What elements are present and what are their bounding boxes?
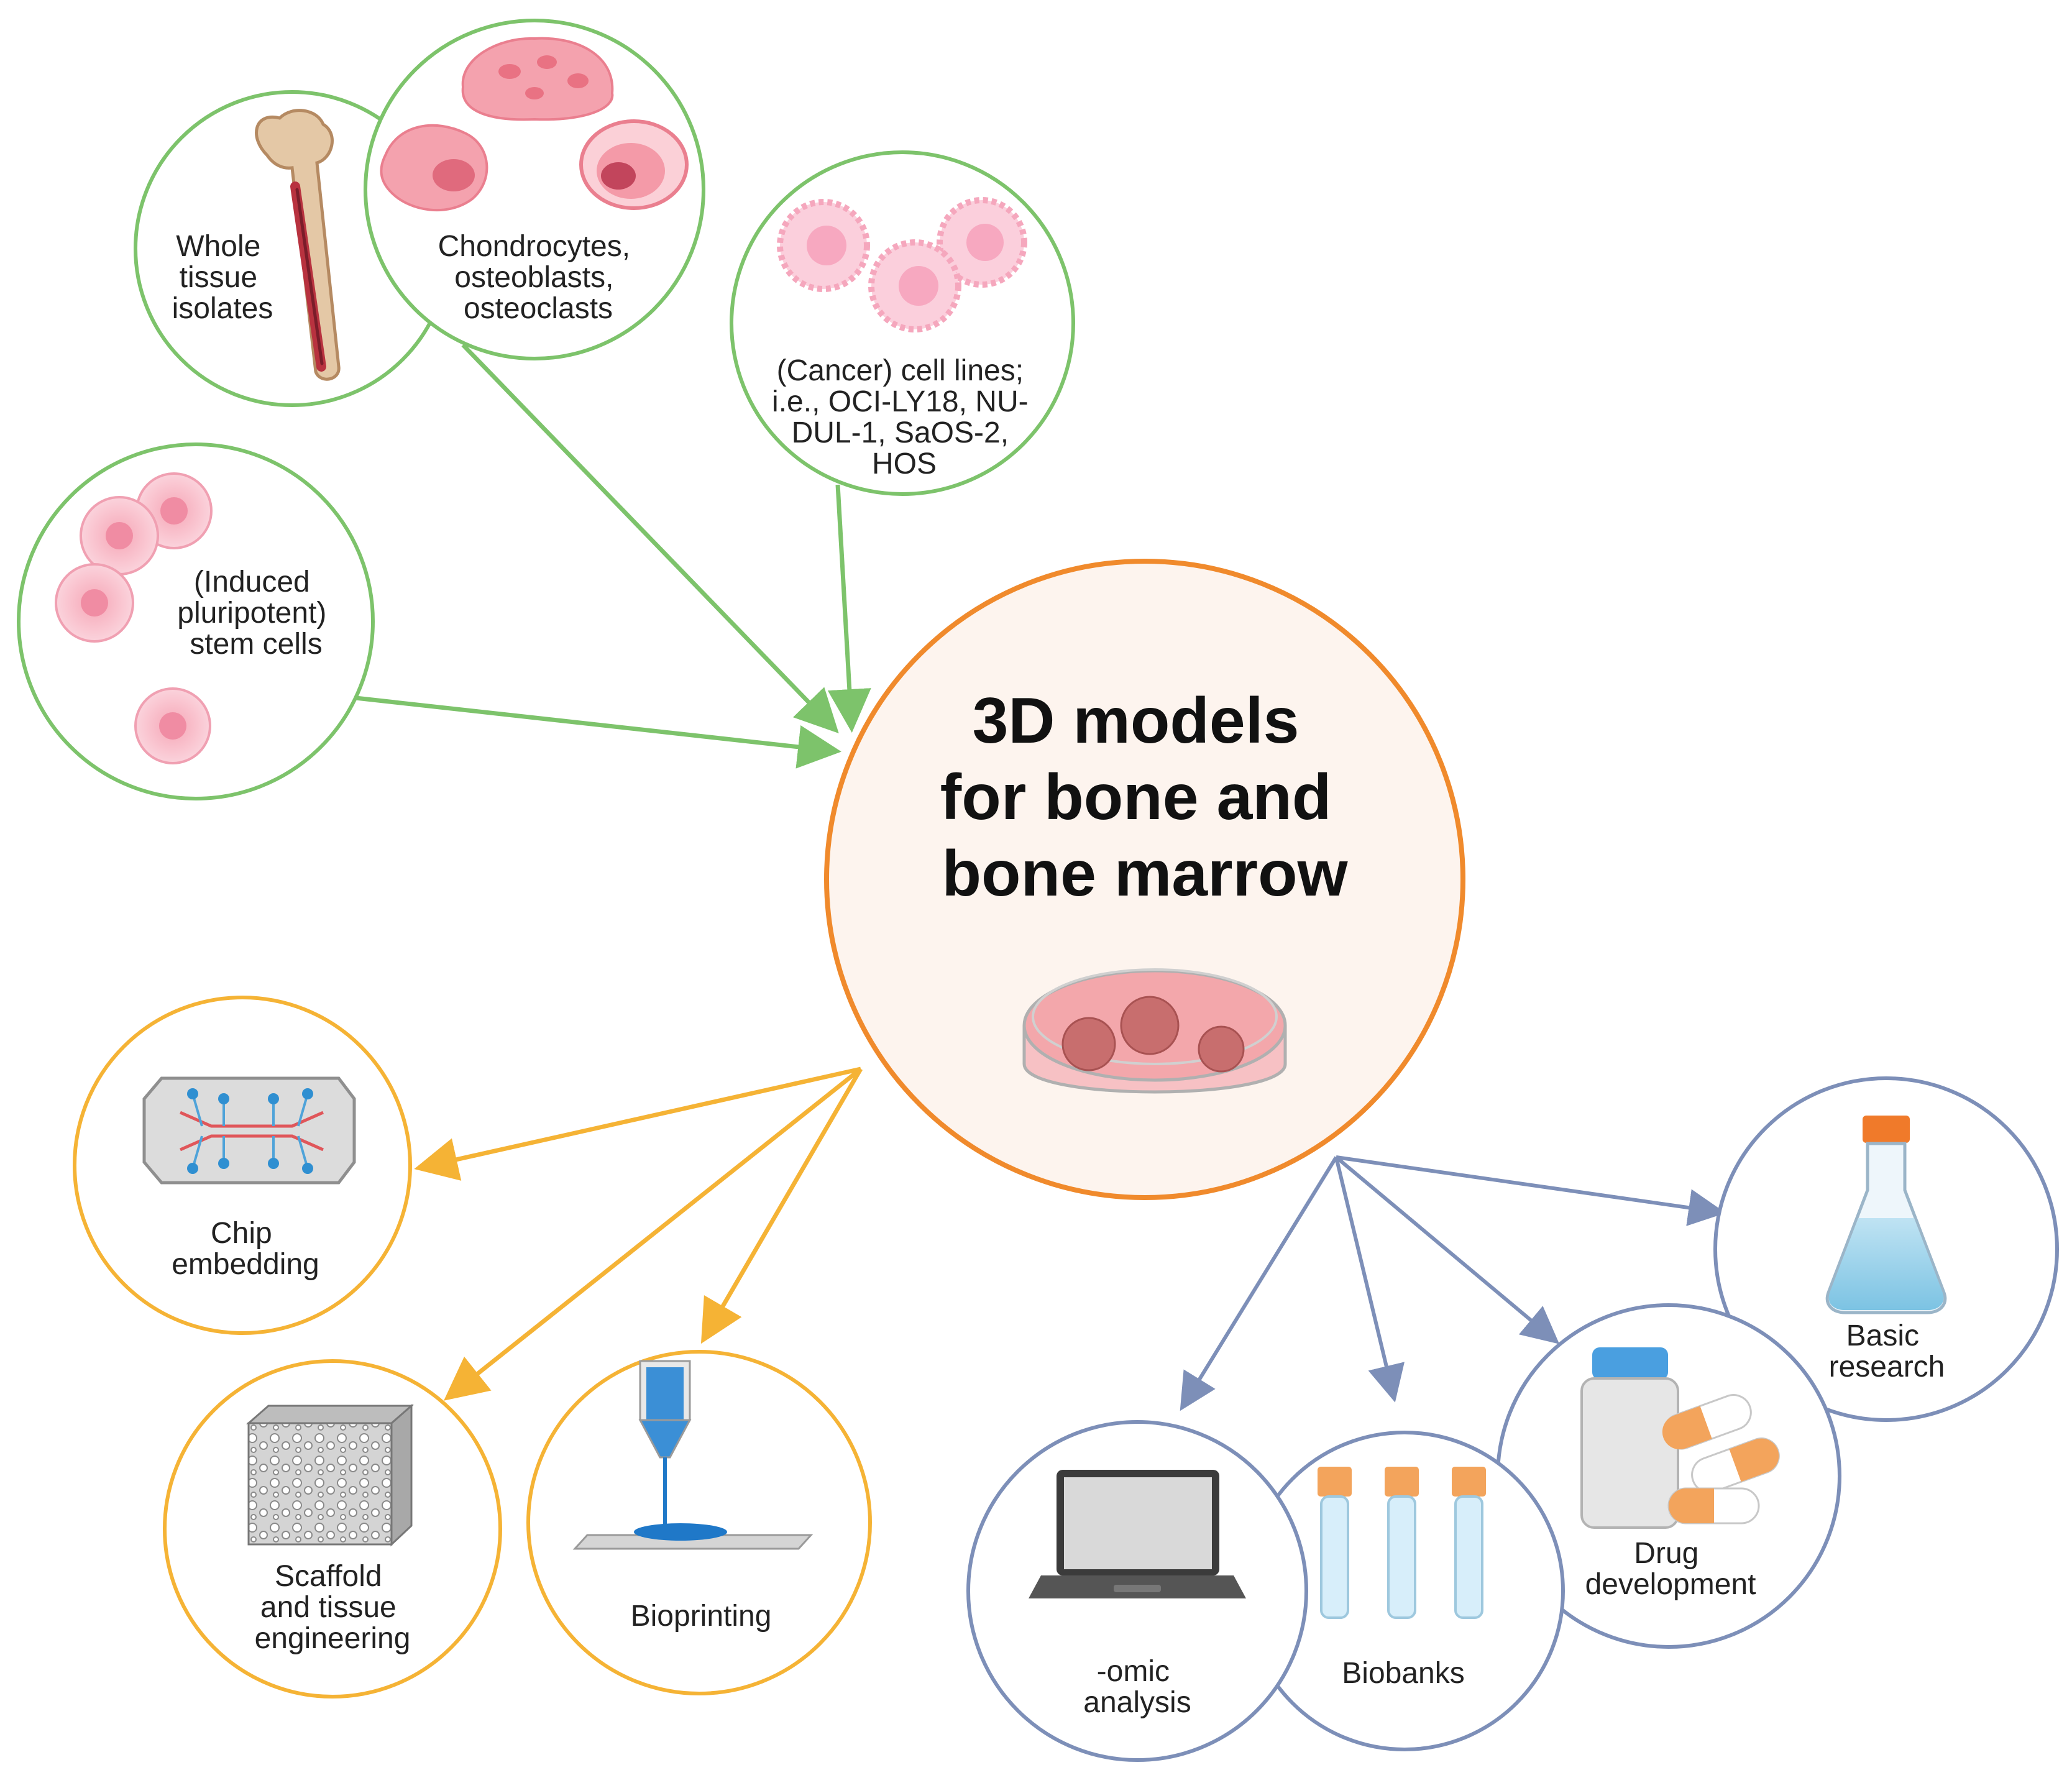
stem-cell-icon-4	[134, 687, 211, 764]
cryovial-icon	[1318, 1467, 1352, 1619]
arrow-bone-cells-to-center	[461, 343, 839, 734]
bioprinting-label: Bioprinting	[631, 1600, 772, 1633]
node-scaffold: Scaffold and tissue engineering	[163, 1359, 502, 1699]
center-circle	[824, 559, 1465, 1200]
organoid-icon	[1061, 1017, 1116, 1071]
node-chip-embedding: Chip embedding	[73, 996, 412, 1335]
arrow-stem-cells-to-center	[338, 694, 841, 769]
microfluidic-chip-icon	[142, 1076, 356, 1185]
petri-dish-icon	[1022, 968, 1287, 1094]
chondrocyte-cell-icon	[579, 119, 689, 210]
capsule-icon	[1667, 1487, 1760, 1524]
pill-bottle-icon	[1580, 1347, 1679, 1529]
node-bioprinting: Bioprinting	[526, 1350, 872, 1695]
center-node: 3D models for bone and bone marrow	[824, 559, 1465, 1200]
node-bioprinting-circle	[526, 1350, 872, 1695]
omic-analysis-label: -omic analysis	[1083, 1655, 1191, 1719]
scaffold-label: Scaffold and tissue engineering	[255, 1560, 411, 1655]
node-bone-cells: Chondrocytes, osteoblasts, osteoclasts	[364, 19, 705, 360]
organoid-icon	[1198, 1025, 1245, 1073]
source-arrows	[338, 343, 871, 769]
arrow-center-to-omic	[1180, 1156, 1338, 1411]
capsule-icon	[1662, 1394, 1752, 1450]
cancer-cell-icon-2	[937, 197, 1027, 288]
cryovial-icon	[1452, 1467, 1486, 1619]
center-title: 3D models for bone and bone marrow	[940, 685, 1350, 910]
node-omic-analysis: -omic analysis	[966, 1420, 1308, 1762]
node-cell-lines: (Cancer) cell lines; i.e., OCI-LY18, NU-…	[730, 150, 1075, 496]
application-arrows	[1180, 1155, 1726, 1411]
drug-development-label: Drug development	[1585, 1537, 1756, 1601]
node-bone-cells-circle	[364, 19, 705, 360]
chip-label: Chip embedding	[172, 1217, 319, 1281]
arrow-center-to-biobanks	[1334, 1157, 1405, 1403]
arrow-center-to-chip	[414, 1066, 861, 1181]
cell-lines-label: (Cancer) cell lines; i.e., OCI-LY18, NU-…	[772, 354, 1037, 480]
cryovial-icon	[1385, 1467, 1419, 1619]
organoid-icon	[1120, 996, 1180, 1055]
arrow-cell-lines-to-center	[827, 484, 871, 733]
porous-scaffold-icon	[246, 1403, 414, 1547]
stem-cell-icon-2	[80, 496, 159, 575]
whole-tissue-label: Whole tissue isolates	[172, 230, 273, 325]
capsule-icon	[1691, 1437, 1780, 1493]
arrow-center-to-drug	[1335, 1155, 1560, 1344]
cancer-cell-icon-3	[868, 239, 961, 332]
stem-cell-icon-3	[55, 563, 134, 643]
erlenmeyer-flask-icon	[1825, 1116, 1947, 1314]
biobanks-label: Biobanks	[1342, 1657, 1464, 1690]
bone-cells-label: Chondrocytes, osteoblasts, osteoclasts	[438, 230, 639, 325]
arrow-center-to-scaffold	[444, 1067, 863, 1401]
cancer-cell-icon-1	[777, 199, 870, 292]
stem-cells-label: (Induced pluripotent) stem cells	[177, 566, 334, 661]
arrow-center-to-bioprinting	[700, 1068, 863, 1344]
node-stem-cells: (Induced pluripotent) stem cells	[17, 442, 375, 800]
osteoclast-cell-icon	[461, 37, 614, 121]
node-basic-research: Basic research	[1713, 1076, 2059, 1422]
basic-research-label: Basic research	[1829, 1319, 1945, 1383]
arrow-center-to-basic	[1336, 1155, 1726, 1226]
method-arrows	[414, 1066, 863, 1401]
femur-bone-icon	[255, 109, 341, 381]
laptop-icon	[1029, 1470, 1246, 1598]
bioprinter-nozzle-icon	[572, 1360, 814, 1550]
node-drug-development: Drug development	[1496, 1303, 1841, 1649]
osteoblast-cell-icon	[380, 124, 488, 212]
